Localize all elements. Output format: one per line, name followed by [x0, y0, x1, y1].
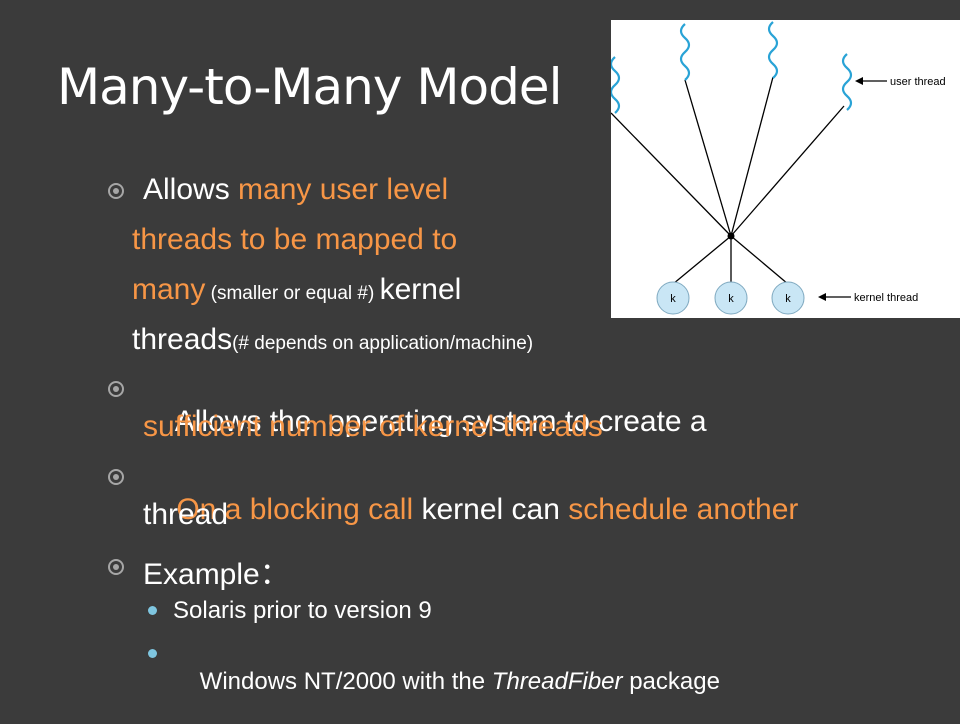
circle-bullet-icon — [108, 559, 124, 575]
arrowhead-icon — [855, 77, 863, 85]
bullet-1-line-4: threads(# depends on application/machine… — [132, 323, 533, 357]
kernel-node — [656, 281, 690, 315]
many-to-many-diagram: user thread k k k kernel thread — [611, 20, 960, 318]
highlight-text: many — [132, 273, 206, 306]
sub-bullet-2: Windows NT/2000 with the ThreadFiber pac… — [173, 640, 720, 724]
circle-bullet-icon — [108, 381, 124, 397]
bullet-1-line-2: threads to be mapped to — [132, 223, 457, 257]
kernel-nodes: k k k — [656, 281, 805, 315]
text-span: Example： — [143, 558, 290, 591]
user-thread-wave-icon — [841, 53, 853, 111]
small-note: (# depends on application/machine) — [232, 333, 534, 354]
connection-line — [684, 79, 732, 237]
highlight-text: On a blocking call — [176, 493, 414, 526]
bullet-2-line-2: sufficient number of kernel threads — [143, 410, 603, 444]
text-span: Windows NT/2000 with the — [199, 668, 492, 695]
user-thread-wave-icon — [679, 23, 691, 81]
bullet-2-line-1: Allows the operating system to create a — [143, 371, 707, 473]
italic-text: ThreadFiber — [491, 668, 623, 695]
bullet-1-line-1: Allows many user level — [143, 173, 448, 207]
kernel-node-label: k — [785, 293, 791, 305]
text-span: kernel — [379, 273, 462, 306]
text-span: kernel can — [413, 493, 569, 526]
bullet-4-line-1: Example： — [143, 549, 290, 593]
sub-bullet-dot-icon — [148, 606, 157, 615]
small-note: (smaller or equal #) — [205, 283, 380, 304]
arrowhead-icon — [818, 293, 826, 301]
connection-line — [611, 112, 732, 237]
highlight-text: threads to be mapped to — [132, 223, 458, 256]
kernel-node-label: k — [670, 293, 676, 305]
kernel-thread-label: kernel thread — [854, 292, 918, 304]
text-span: Allows the operating system to create a — [174, 405, 707, 438]
user-thread-wave-icon — [611, 56, 621, 114]
connection-line — [730, 76, 774, 237]
slide-title: Many-to-Many Model — [57, 58, 562, 116]
bullet-3-line-1: On a blocking call kernel can schedule a… — [143, 459, 798, 561]
highlight-text: schedule another — [568, 493, 799, 526]
text-span: Allows — [143, 173, 239, 206]
connection-line — [672, 235, 732, 285]
highlight-text: sufficient number of kernel threads — [143, 410, 603, 443]
circle-bullet-icon — [108, 469, 124, 485]
circle-bullet-icon — [108, 183, 124, 199]
user-thread-wave-icon — [767, 21, 779, 79]
connection-line — [730, 235, 789, 285]
text-span: threads — [132, 323, 233, 356]
bullet-1-line-3: many (smaller or equal #) kernel — [132, 273, 461, 307]
user-thread-label: user thread — [890, 76, 946, 88]
bullet-3-line-2: thread — [143, 498, 228, 532]
text-span: thread — [143, 498, 229, 531]
user-threads — [611, 21, 853, 114]
kernel-node-label: k — [728, 293, 734, 305]
text-span: package — [622, 668, 720, 695]
junction-dot — [727, 232, 735, 240]
sub-bullet-1: Solaris prior to version 9 — [173, 597, 432, 625]
diagram-svg: user thread k k k kernel thread — [611, 21, 946, 315]
connection-line — [730, 105, 845, 237]
text-span: Solaris prior to version 9 — [173, 597, 432, 624]
kernel-node — [714, 281, 748, 315]
sub-bullet-dot-icon — [148, 649, 157, 658]
connection-lines — [611, 76, 845, 285]
kernel-node — [771, 281, 805, 315]
highlight-text: many user level — [238, 173, 449, 206]
